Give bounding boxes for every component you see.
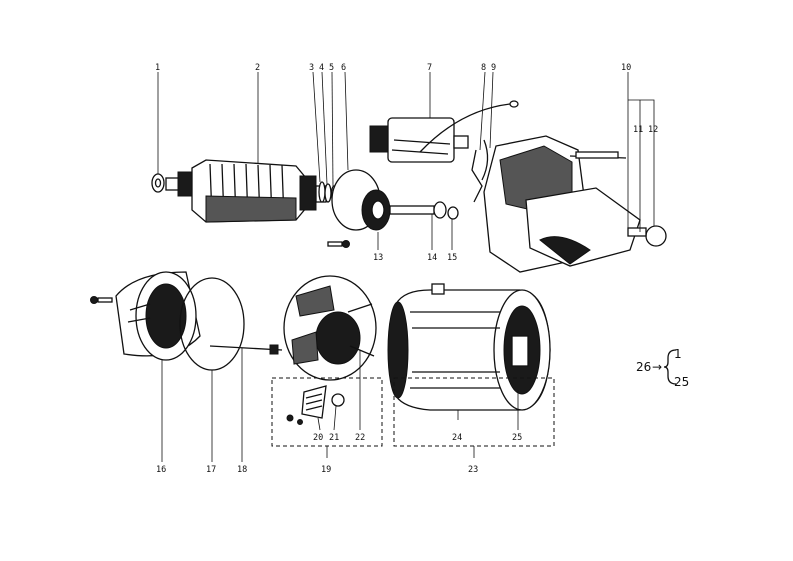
callout-20: 20 [313, 433, 323, 443]
legend-from: 1 [674, 347, 682, 361]
part-24-yoke-housing [387, 283, 551, 411]
set-legend: 26 → 1 25 [636, 347, 689, 389]
callout-19: 19 [321, 465, 331, 475]
group-19-box [271, 377, 383, 447]
callout-7: 7 [427, 63, 432, 73]
part-10-drive-housing [483, 135, 667, 273]
callout-25: 25 [512, 433, 522, 443]
callout-23: 23 [468, 465, 478, 475]
callout-10: 10 [621, 63, 631, 73]
legend-to: 25 [674, 375, 689, 389]
callout-5: 5 [329, 63, 334, 73]
callout-numbers: 1 2 3 4 5 6 7 8 9 10 11 12 13 14 15 16 1… [155, 63, 658, 475]
part-16-end-cap [115, 271, 201, 361]
callout-24: 24 [452, 433, 462, 443]
callout-11: 11 [633, 125, 643, 135]
part-7-solenoid [369, 100, 519, 163]
callout-2: 2 [255, 63, 260, 73]
callout-21: 21 [329, 433, 339, 443]
part-8-9-lever [471, 139, 489, 203]
callout-22: 22 [355, 433, 365, 443]
callout-15: 15 [447, 253, 457, 263]
callout-17: 17 [206, 465, 216, 475]
legend-arrow: → [652, 360, 662, 374]
legend-set-number: 26 [636, 360, 651, 374]
part-22-brush-plate [283, 275, 377, 381]
part-18-through-bolt [209, 344, 283, 355]
callout-8: 8 [481, 63, 486, 73]
callout-14: 14 [427, 253, 437, 263]
legend-brace [663, 349, 677, 385]
part-6-drive-pinion [331, 169, 459, 231]
callout-13: 13 [373, 253, 383, 263]
part-13-bolt [327, 240, 350, 248]
callout-9: 9 [491, 63, 496, 73]
callout-1: 1 [155, 63, 160, 73]
part-20-21-brush-springs [286, 385, 345, 425]
part-2-armature [165, 159, 327, 223]
callout-6: 6 [341, 63, 346, 73]
part-16-screw [90, 296, 113, 304]
callout-16: 16 [156, 465, 166, 475]
callout-3: 3 [309, 63, 314, 73]
part-1-washer [151, 173, 165, 193]
leader-lines [157, 71, 655, 462]
callout-18: 18 [237, 465, 247, 475]
callout-12: 12 [648, 125, 658, 135]
callout-4: 4 [319, 63, 324, 73]
